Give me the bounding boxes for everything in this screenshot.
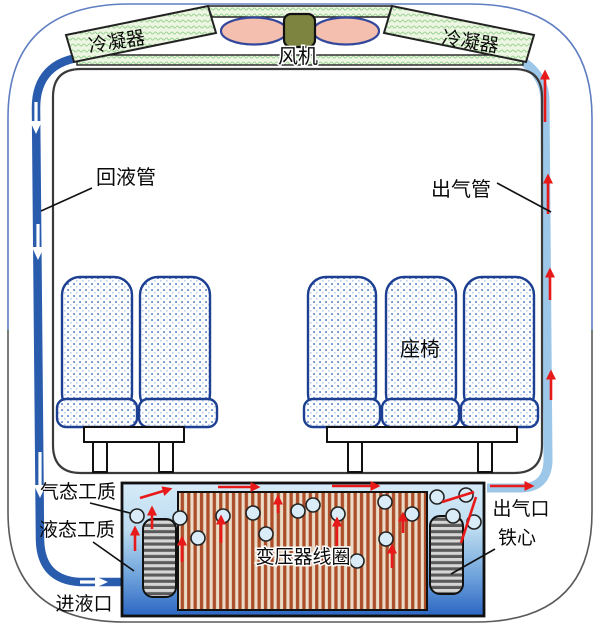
leader-line [40,187,93,212]
seat-group-left [55,275,219,473]
seat-group-right [302,275,540,473]
seat-backrest [138,275,212,414]
vapor-bubbles [129,487,482,569]
iron-core-label: 铁心 [498,527,536,549]
bubble [377,494,393,510]
fan [219,12,381,49]
leader-line [450,548,496,575]
bubble [215,508,231,524]
liquid-return-pipe [31,52,122,587]
bubble [190,530,206,546]
bubble [172,510,188,526]
car-body-bottom-line [7,330,593,623]
seat-backrest [60,275,134,414]
gas-pipe-label: 出气管 [431,178,491,201]
iron-core-left [142,518,177,598]
bubble [378,531,394,547]
bubble-path-line [459,496,478,544]
transformer-tank [120,481,486,618]
tank-flow-arrows [130,481,478,568]
transformer-coil-label: 变压器线圈 [255,546,350,568]
condenser-right [382,4,536,64]
seat-leg [158,441,174,473]
seat-leg [347,441,363,473]
condenser-left [64,4,218,64]
gas-flow-arrows [490,69,556,491]
fan-hub [282,12,317,49]
seat-bench [326,426,518,443]
return-pipe-label: 回液管 [96,166,156,189]
callouts: 回液管 出气管 气态工质 液态工质 进液口 变压器线圈 出气口 铁心 [39,166,552,615]
liquid-medium-label: 液态工质 [39,519,115,541]
seat-cushion [459,397,540,429]
bubble [245,505,261,521]
bubble [258,526,274,542]
diagonal-arrow-icon [139,486,173,500]
liquid-flow-arrows [30,102,108,588]
seat-leg [477,441,493,473]
cabin-wall [51,67,544,475]
bubble [445,508,461,524]
seat-cushion [302,397,382,429]
iron-core-right [429,515,464,595]
leader-line [92,541,135,572]
liquid-inlet-label: 进液口 [55,593,112,615]
fan-blade-left [219,16,289,46]
leader-line [496,182,552,213]
seat-bench [83,426,185,443]
seat-label: 座椅 [400,338,440,361]
seat-cushion [137,397,219,429]
bubble [330,506,346,522]
seat-leg [92,441,108,473]
bubble [129,508,145,524]
seat-cushion [380,397,461,429]
bubble [429,489,445,505]
roof-assembly: 冷凝器 冷凝器 风机 [64,4,536,70]
car-body-outline [7,3,593,623]
bubble [305,497,321,513]
gas-medium-label: 气态工质 [40,481,116,503]
seat-backrest [306,275,378,414]
bubble [349,553,365,569]
seat-backrest [462,275,536,414]
leader-line [89,502,131,514]
car-body-top-line [7,3,593,330]
seat-cushion [55,397,139,429]
bubble [404,506,420,522]
gas-outlet-label: 出气口 [492,498,549,520]
bubble [290,503,306,519]
fan-label: 风机 [278,45,318,68]
bubble-path-line [441,490,475,504]
fan-blade-right [311,16,381,46]
